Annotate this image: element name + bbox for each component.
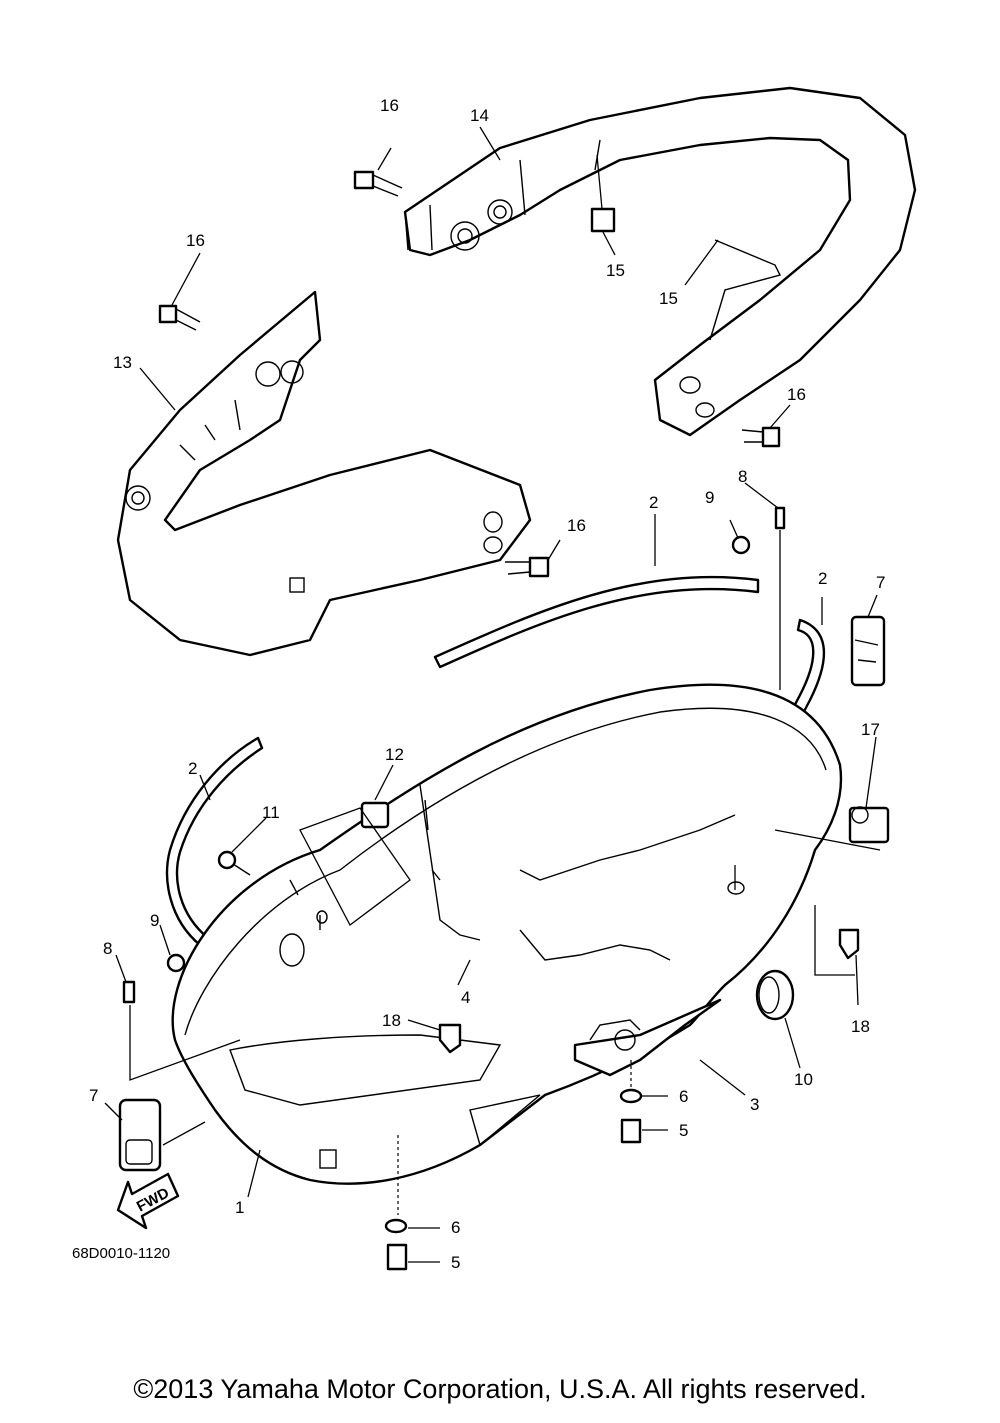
callout-13: 13 bbox=[113, 353, 132, 372]
part-13-left-bracket bbox=[116, 290, 532, 657]
callout-16-right: 16 bbox=[787, 385, 806, 404]
bolt-16-mid bbox=[505, 556, 550, 578]
callout-14: 14 bbox=[470, 106, 489, 125]
part-17 bbox=[848, 806, 890, 844]
callout-17: 17 bbox=[861, 720, 880, 739]
callout-numbers: 1 2 2 2 3 4 5 5 6 6 7 7 8 8 9 9 10 11 12… bbox=[89, 96, 885, 1272]
screw-9-upper bbox=[731, 535, 751, 555]
screw-9-lower bbox=[166, 953, 186, 973]
part-3-cowling-section bbox=[573, 998, 722, 1077]
fasteners bbox=[118, 170, 890, 1271]
callout-5-lower: 5 bbox=[451, 1253, 460, 1272]
clip-8-upper bbox=[774, 506, 786, 530]
washer-6-lower bbox=[384, 1218, 408, 1234]
screw-11 bbox=[217, 850, 251, 876]
bolt-16-top bbox=[353, 170, 403, 197]
callout-16-top: 16 bbox=[380, 96, 399, 115]
callout-9-lower: 9 bbox=[150, 911, 159, 930]
callout-6-upper: 6 bbox=[679, 1087, 688, 1106]
copyright-notice: ©2013 Yamaha Motor Corporation, U.S.A. A… bbox=[133, 1374, 867, 1404]
callout-2-left: 2 bbox=[188, 759, 197, 778]
clip-8-lower bbox=[122, 980, 136, 1004]
callout-18-center: 18 bbox=[382, 1011, 401, 1030]
callout-16-left: 16 bbox=[186, 231, 205, 250]
leader-lines bbox=[104, 126, 881, 1263]
callout-8-upper: 8 bbox=[738, 467, 747, 486]
callout-15-lower: 15 bbox=[659, 289, 678, 308]
callout-7-lower: 7 bbox=[89, 1086, 98, 1105]
bolt-5-lower bbox=[386, 1243, 408, 1271]
callout-6-lower: 6 bbox=[451, 1218, 460, 1237]
callout-18-right: 18 bbox=[851, 1017, 870, 1036]
callout-16-mid: 16 bbox=[567, 516, 586, 535]
callout-2-top: 2 bbox=[649, 493, 658, 512]
part-12-bracket bbox=[360, 801, 390, 829]
callout-1: 1 bbox=[235, 1198, 244, 1217]
callout-4: 4 bbox=[461, 988, 470, 1007]
grommet-10 bbox=[755, 969, 795, 1021]
bolt-16-left bbox=[158, 304, 201, 331]
callout-12: 12 bbox=[385, 745, 404, 764]
drawing-code: 68D0010-1120 bbox=[72, 1245, 170, 1262]
callout-11: 11 bbox=[262, 803, 280, 822]
clip-18-center bbox=[438, 1023, 462, 1054]
washer-6-upper bbox=[619, 1088, 643, 1104]
callout-3: 3 bbox=[750, 1095, 759, 1114]
pad-15 bbox=[590, 207, 616, 233]
part-1-bottom-cowling bbox=[171, 683, 843, 1185]
bolt-5-upper bbox=[620, 1118, 642, 1144]
clip-18-right bbox=[838, 928, 860, 960]
fwd-arrow: FWD bbox=[116, 1172, 180, 1230]
callout-10: 10 bbox=[794, 1070, 813, 1089]
callout-15-upper: 15 bbox=[606, 261, 625, 280]
part-7-upper bbox=[850, 615, 886, 687]
part-14-rear-bracket bbox=[403, 86, 917, 437]
part-7-lower bbox=[118, 1098, 162, 1172]
callout-8-lower: 8 bbox=[103, 939, 112, 958]
callout-5-upper: 5 bbox=[679, 1121, 688, 1140]
callout-2-right: 2 bbox=[818, 569, 827, 588]
callout-9-upper: 9 bbox=[705, 488, 714, 507]
callout-7-upper: 7 bbox=[876, 573, 885, 592]
bolt-16-right bbox=[741, 426, 781, 448]
